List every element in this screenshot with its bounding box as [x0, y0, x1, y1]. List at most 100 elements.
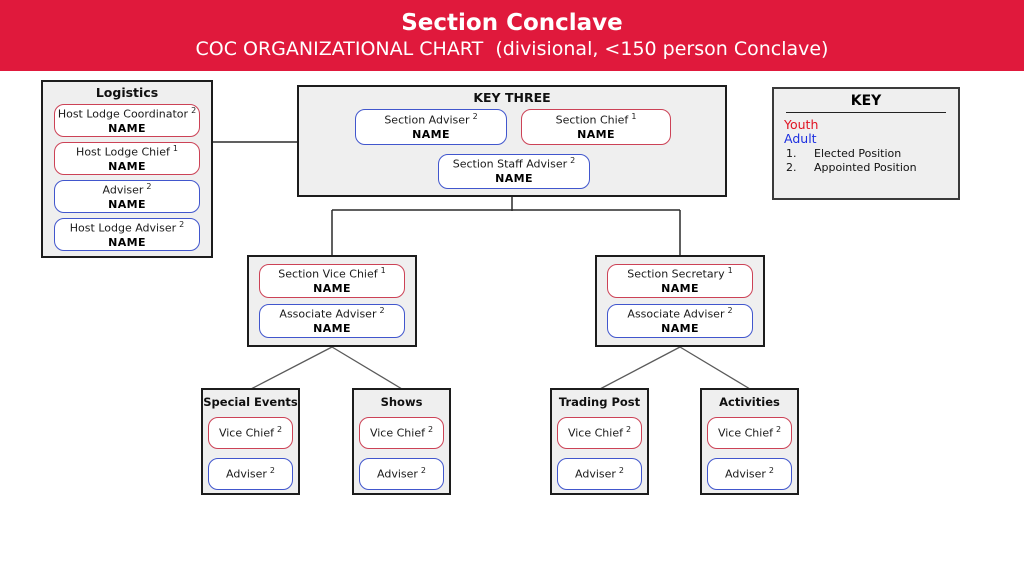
position-name: NAME — [108, 159, 146, 173]
logistics-group-title: Logistics — [95, 85, 159, 100]
position-key-number: 2 — [625, 424, 632, 434]
key-legend-title: KEY — [850, 93, 882, 109]
position-key-number: 2 — [379, 305, 385, 315]
legend-youth-label: Youth — [784, 117, 819, 132]
position-key-number: 2 — [618, 465, 624, 475]
position-name: NAME — [661, 281, 699, 295]
position-title-text: Section Secretary — [627, 267, 725, 281]
position-name: NAME — [108, 121, 146, 135]
position-title-text: Section Staff Adviser — [452, 158, 568, 172]
legend-item-label: Appointed Position — [814, 160, 917, 174]
committee-title: Shows — [380, 395, 423, 409]
position-name: NAME — [661, 321, 699, 335]
legend-item-label: Elected Position — [814, 146, 902, 160]
legend-item-number: 2. — [786, 160, 797, 174]
position-title-text: Adviser — [226, 467, 267, 481]
legend-adult-label: Adult — [784, 131, 817, 147]
position-key-number: 1 — [172, 143, 178, 153]
position-title-text: Vice Chief — [369, 426, 425, 440]
position-key-number: 1 — [631, 111, 637, 121]
position-key-number: 2 — [727, 305, 733, 315]
position-title-text: Associate Adviser — [627, 307, 725, 321]
position-title-text: Vice Chief — [567, 426, 623, 440]
position-key-number: 2 — [472, 111, 478, 121]
position-key-number: 2 — [768, 465, 774, 475]
position-title-text: Section Adviser — [384, 113, 470, 127]
position-key-number: 2 — [179, 219, 185, 229]
position-key-number: 2 — [146, 181, 152, 191]
position-key-number: 2 — [191, 105, 197, 115]
position-title-text: Host Lodge Adviser — [69, 221, 177, 235]
position-name: NAME — [313, 281, 351, 295]
key-legend: KEY Youth Adult 1. Elected Position 2. A… — [772, 87, 960, 200]
position-title-text: Section Chief — [555, 113, 629, 127]
committee-title: Special Events — [203, 395, 298, 409]
position-key-number: 2 — [427, 424, 434, 434]
committee-title: Trading Post — [558, 395, 641, 409]
position-title-text: Adviser — [377, 467, 418, 481]
position-name: NAME — [108, 197, 146, 211]
page-subtitle: COC ORGANIZATIONAL CHART (divisional, <1… — [195, 37, 829, 60]
position-name: NAME — [412, 127, 450, 141]
position-name: NAME — [495, 172, 533, 186]
position-title-text: Host Lodge Chief — [76, 145, 170, 159]
position-key-number: 2 — [269, 465, 275, 475]
position-title-text: Vice Chief — [218, 426, 274, 440]
legend-item-elected: 1. Elected Position — [774, 147, 958, 161]
position-name: NAME — [313, 321, 351, 335]
position-name: NAME — [108, 235, 146, 249]
key-legend-divider — [786, 112, 946, 113]
position-title-text: Adviser — [725, 467, 766, 481]
committee-title: Activities — [719, 395, 780, 409]
position-key-number: 2 — [775, 424, 782, 434]
position-title-text: Adviser — [575, 467, 616, 481]
position-title-text: Associate Adviser — [279, 307, 377, 321]
position-title-text: Host Lodge Coordinator — [57, 107, 189, 121]
position-name: NAME — [577, 127, 615, 141]
position-key-number: 2 — [570, 156, 576, 166]
header-banner: Section Conclave COC ORGANIZATIONAL CHAR… — [0, 0, 1024, 71]
position-key-number: 2 — [420, 465, 426, 475]
page-title: Section Conclave — [401, 10, 623, 37]
